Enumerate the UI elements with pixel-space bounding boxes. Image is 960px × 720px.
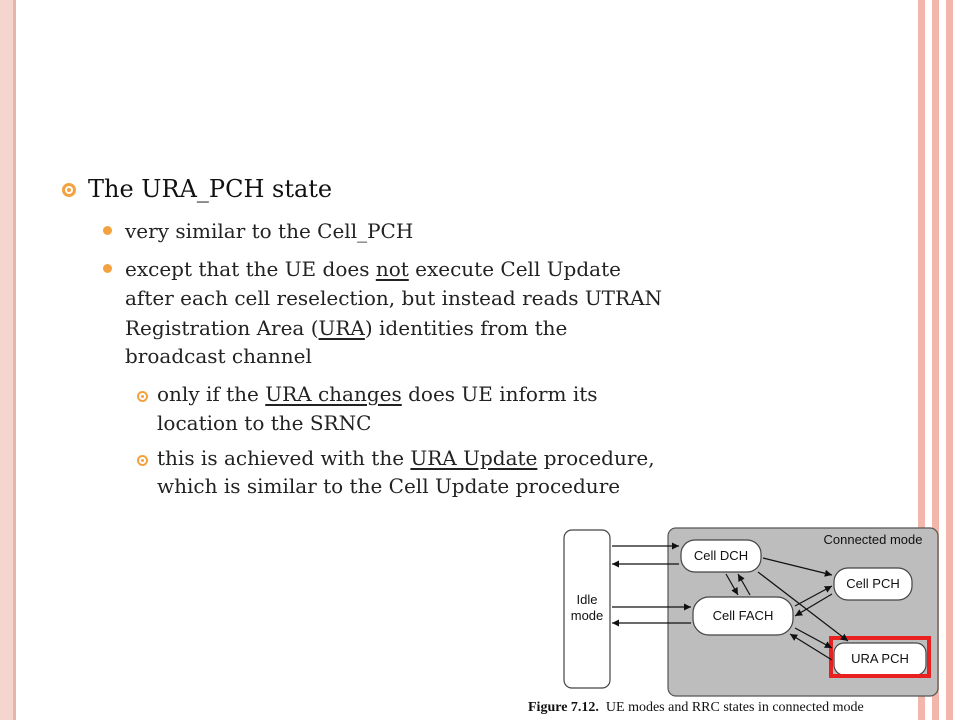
- text-run: procedure,: [537, 446, 655, 470]
- idle-line-1: Idle: [576, 592, 598, 607]
- cell-dch-node: [680, 539, 762, 573]
- cell-pch-label: Cell PCH: [846, 576, 900, 591]
- bullet-2-line-3: Registration Area (URA) identities from …: [125, 314, 567, 342]
- bullet-1-text: very similar to the Cell_PCH: [125, 219, 414, 243]
- underlined-ura-update: URA Update: [410, 446, 538, 470]
- underlined-ura-changes: URA changes: [265, 382, 402, 406]
- arrow: [794, 585, 833, 607]
- bullet-dot-icon: [103, 264, 112, 273]
- ura-pch-label: URA PCH: [851, 651, 909, 666]
- caption-number: Figure 7.12.: [528, 700, 599, 715]
- cell-dch-label: Cell DCH: [693, 548, 749, 563]
- figure-caption: Figure 7.12. UE modes and RRC states in …: [528, 700, 960, 716]
- sub-bullet-1-line-2: location to the SRNC: [157, 411, 372, 435]
- sub-bullet-1-line-1: only if the URA changes does UE inform i…: [157, 381, 598, 408]
- text-run: Registration Area (: [125, 316, 319, 340]
- sub-bullet-icon: [137, 391, 148, 402]
- caption-text: UE modes and RRC states in connected mod…: [605, 700, 864, 715]
- bullet-2-line-2: after each cell reselection, but instead…: [125, 286, 663, 310]
- connected-mode-label: Connected mode: [823, 532, 923, 547]
- sub-bullet-2-line-1: this is achieved with the URA Update pro…: [157, 445, 655, 472]
- slide-heading: The URA_PCH state: [88, 175, 333, 203]
- bullet-2-line-4: broadcast channel: [125, 344, 312, 368]
- right-border-stripe-3: [946, 0, 953, 720]
- idle-line-2: mode: [570, 608, 604, 623]
- underlined-word-not: not: [375, 257, 409, 281]
- ura-pch-highlight: [829, 636, 931, 678]
- text-run: only if the: [157, 382, 266, 406]
- diagram-shapes: [563, 527, 939, 697]
- bullet-dot-icon: [103, 226, 112, 235]
- arrow: [757, 571, 849, 642]
- text-run: execute Cell Update: [408, 257, 621, 281]
- heading-bullet-icon: [62, 183, 76, 197]
- arrow: [794, 627, 833, 649]
- text-run: ) identities from the: [364, 316, 568, 340]
- cell-fach-node: [692, 596, 794, 636]
- cell-pch-node: [833, 567, 913, 601]
- text-run: this is achieved with the: [157, 446, 411, 470]
- arrow: [725, 573, 739, 596]
- text-run: does UE inform its: [401, 382, 598, 406]
- arrow: [794, 593, 833, 617]
- right-border-stripe-2: [932, 0, 939, 720]
- right-border-stripe-1: [918, 0, 925, 720]
- text-run: except that the UE does: [125, 257, 376, 281]
- bullet-2-line-1: except that the UE does not execute Cell…: [125, 255, 621, 283]
- idle-mode-box: [563, 529, 611, 689]
- arrow: [762, 557, 833, 577]
- arrow: [737, 573, 751, 596]
- cell-fach-label: Cell FACH: [712, 608, 774, 623]
- underlined-word-ura: URA: [318, 316, 365, 340]
- arrow: [789, 633, 833, 661]
- left-border-decoration: [0, 0, 16, 720]
- sub-bullet-2-line-2: which is similar to the Cell Update proc…: [157, 474, 621, 498]
- sub-bullet-icon: [137, 455, 148, 466]
